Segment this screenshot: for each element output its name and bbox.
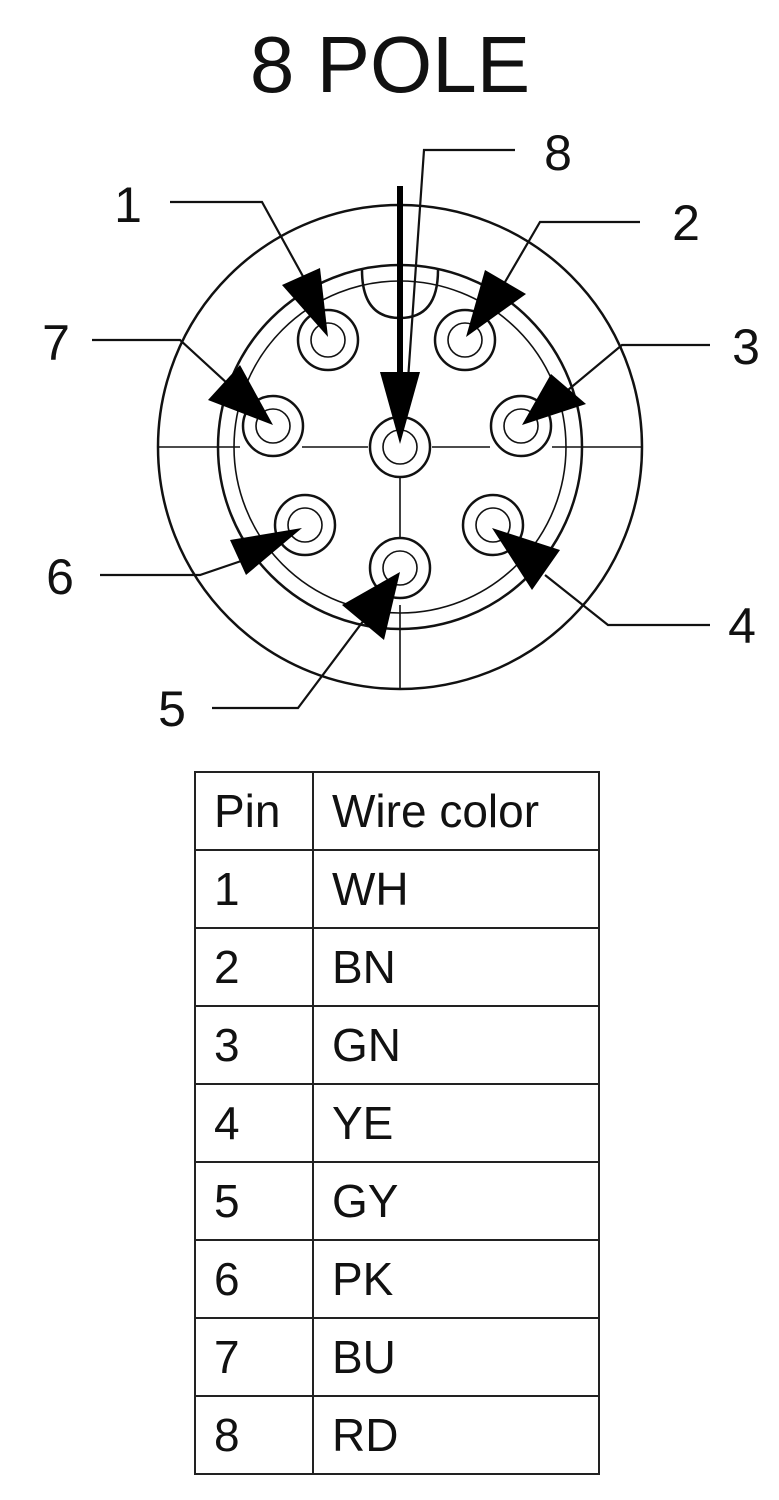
table-row: 1 WH [194, 849, 600, 929]
leader-line-7 [92, 338, 229, 385]
leader-line-5 [212, 611, 371, 710]
cell-pin: 1 [194, 849, 314, 929]
cell-pin: 5 [194, 1161, 314, 1241]
arrowhead-2 [466, 270, 526, 337]
pin-socket-6 [273, 493, 337, 557]
cell-wire-color: YE [312, 1083, 600, 1163]
cell-wire-color: GN [312, 1005, 600, 1085]
table-row: 4 YE [194, 1083, 600, 1163]
cell-pin: 7 [194, 1317, 314, 1397]
cell-pin: 2 [194, 927, 314, 1007]
cell-wire-color: RD [312, 1395, 600, 1475]
pin-socket-3 [489, 394, 553, 458]
cell-pin: 4 [194, 1083, 314, 1163]
table-row: 3 GN [194, 1005, 600, 1085]
cell-wire-color: BU [312, 1317, 600, 1397]
cell-pin: 3 [194, 1005, 314, 1085]
pin-socket-2 [433, 308, 497, 372]
pin-label-7: 7 [42, 315, 70, 371]
cell-pin: 6 [194, 1239, 314, 1319]
leader-line-6 [100, 556, 251, 577]
arrowhead-4 [492, 528, 560, 590]
header-wire-color: Wire color [312, 771, 600, 851]
table-row: 5 GY [194, 1161, 600, 1241]
arrowhead-5 [342, 572, 400, 640]
cell-wire-color: GY [312, 1161, 600, 1241]
pin-label-4: 4 [728, 598, 756, 654]
table-header-row: Pin Wire color [194, 771, 600, 851]
cell-wire-color: WH [312, 849, 600, 929]
diagram-title: 8 POLE [250, 20, 530, 109]
pin-label-5: 5 [158, 681, 186, 737]
pin-socket-7 [241, 394, 305, 458]
header-pin: Pin [194, 771, 314, 851]
leader-line-2 [504, 220, 640, 283]
pin-label-3: 3 [732, 319, 760, 375]
pin-label-6: 6 [46, 549, 74, 605]
table-row: 8 RD [194, 1395, 600, 1475]
leader-line-3 [567, 343, 710, 391]
cell-wire-color: BN [312, 927, 600, 1007]
pin-socket-1 [296, 308, 360, 372]
pin-label-2: 2 [672, 195, 700, 251]
pin-label-1: 1 [114, 177, 142, 233]
arrowhead-7 [208, 365, 273, 425]
arrowhead-6 [230, 528, 302, 575]
leader-lines [92, 148, 710, 710]
pin-socket-4 [461, 493, 525, 557]
arrowhead-1 [282, 268, 328, 337]
arrowheads [208, 268, 586, 640]
pin-label-8: 8 [544, 125, 572, 181]
pin-wire-color-table: Pin Wire color 1 WH 2 BN 3 GN 4 YE 5 GY … [194, 771, 600, 1475]
cell-pin: 8 [194, 1395, 314, 1475]
connector-diagram: 8 POLE [42, 20, 760, 737]
table-row: 6 PK [194, 1239, 600, 1319]
leader-line-8 [406, 148, 515, 381]
arrowhead-8 [380, 372, 420, 444]
leader-line-1 [170, 200, 306, 281]
table-row: 7 BU [194, 1317, 600, 1397]
cell-wire-color: PK [312, 1239, 600, 1319]
pin-socket-5 [368, 536, 432, 600]
arrowhead-3 [522, 374, 586, 425]
table-row: 2 BN [194, 927, 600, 1007]
leader-line-4 [544, 574, 710, 627]
pin-labels: 1 2 3 4 5 6 7 8 [42, 125, 760, 737]
